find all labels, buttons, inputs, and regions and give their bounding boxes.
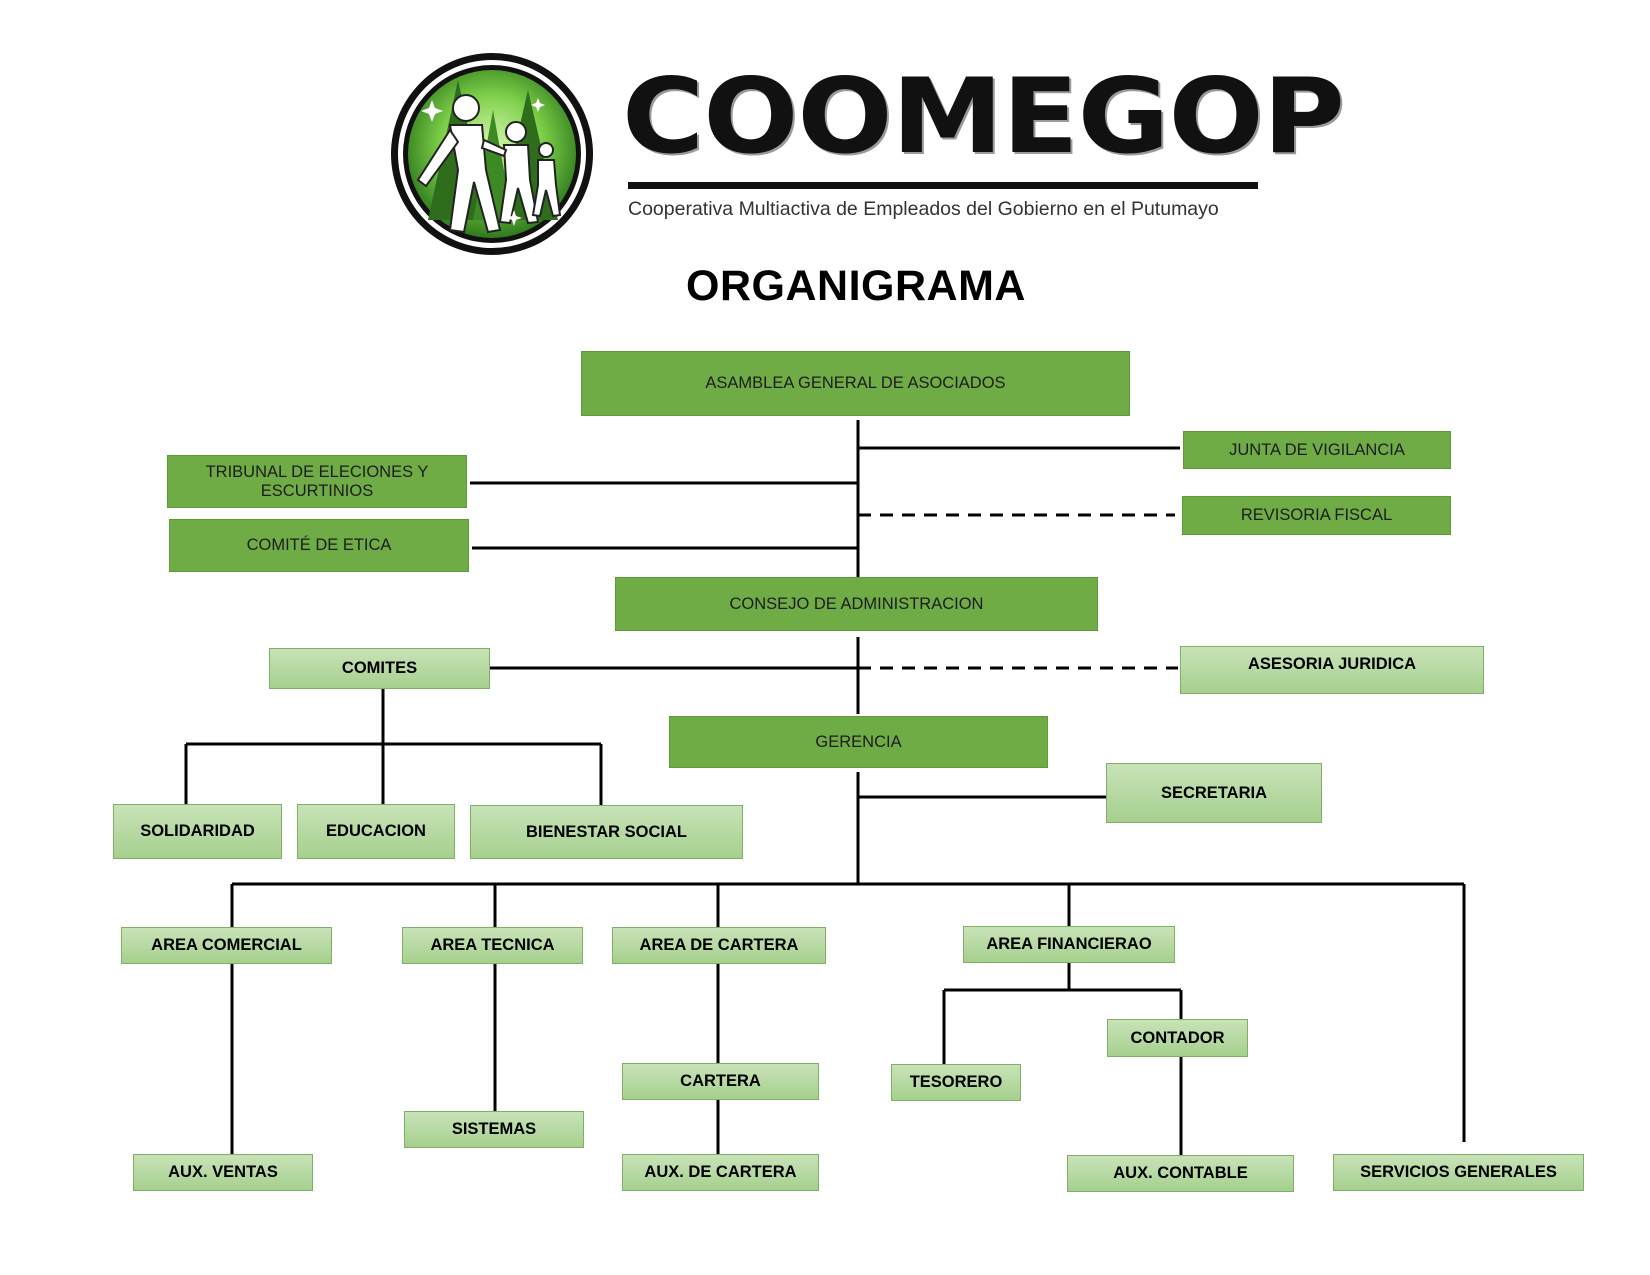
brand-tagline: Cooperativa Multiactiva de Empleados del… [628, 198, 1219, 220]
org-box-secretaria: SECRETARIA [1106, 763, 1322, 823]
org-box-servicios-generales: SERVICIOS GENERALES [1333, 1154, 1584, 1191]
org-box-cartera: CARTERA [622, 1063, 819, 1100]
org-box-revisoria-fiscal: REVISORIA FISCAL [1182, 496, 1451, 535]
org-box-consejo: CONSEJO DE ADMINISTRACION [615, 577, 1098, 631]
org-box-educacion: EDUCACION [297, 804, 455, 859]
family-emblem-icon [391, 53, 593, 255]
org-box-area-financiera: AREA FINANCIERAO [963, 926, 1175, 963]
org-box-solidaridad: SOLIDARIDAD [113, 804, 282, 859]
org-box-gerencia: GERENCIA [669, 716, 1048, 768]
org-box-area-tecnica: AREA TECNICA [402, 927, 583, 964]
org-box-aux-ventas: AUX. VENTAS [133, 1154, 313, 1191]
tribunal-label-line2: ESCURTINIOS [260, 481, 374, 500]
org-box-sistemas: SISTEMAS [404, 1111, 584, 1148]
org-box-comite-etica: COMITÉ DE ETICA [169, 519, 469, 572]
brand-divider [628, 182, 1258, 189]
org-box-area-comercial: AREA COMERCIAL [121, 927, 332, 964]
org-box-area-cartera: AREA DE CARTERA [612, 927, 826, 964]
org-box-junta-vigilancia: JUNTA DE VIGILANCIA [1183, 431, 1451, 469]
page-title: ORGANIGRAMA [686, 262, 1026, 310]
org-box-tribunal: TRIBUNAL DE ELECIONES Y ESCURTINIOS [167, 455, 467, 508]
brand-name: COOMEGOP [622, 57, 1345, 177]
org-box-asesoria-juridica: ASESORIA JURIDICA [1180, 646, 1484, 694]
org-box-bienestar-social: BIENESTAR SOCIAL [470, 805, 743, 859]
org-box-comites: COMITES [269, 648, 490, 689]
org-box-aux-contable: AUX. CONTABLE [1067, 1155, 1294, 1192]
tribunal-label-line1: TRIBUNAL DE ELECIONES Y [205, 462, 429, 481]
org-box-aux-cartera: AUX. DE CARTERA [622, 1154, 819, 1191]
org-box-contador: CONTADOR [1107, 1019, 1248, 1057]
org-box-tesorero: TESORERO [891, 1064, 1021, 1101]
org-box-asamblea: ASAMBLEA GENERAL DE ASOCIADOS [581, 351, 1130, 416]
